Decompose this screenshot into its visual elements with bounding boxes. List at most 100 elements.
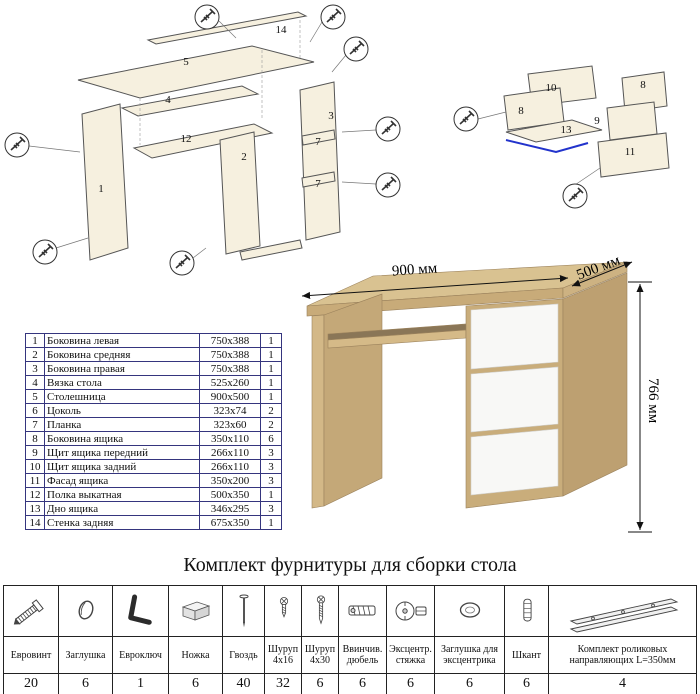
part-label: 3 — [328, 110, 334, 122]
hardware-icon-cell — [548, 585, 697, 637]
screw-icon — [316, 595, 326, 625]
part-label: 4 — [165, 94, 171, 106]
hardware-label: Заглушка для эксцентрика — [434, 636, 505, 674]
screw-in-dowel-icon — [348, 605, 375, 616]
part-size: 900x500 — [199, 389, 261, 404]
hardware-qty: 6 — [434, 673, 505, 694]
hardware-icon-cell — [3, 585, 59, 637]
part-name: Боковина ящика — [44, 431, 200, 446]
hardware-icon-cell — [264, 585, 302, 637]
exploded-diagrams — [4, 4, 670, 276]
part-label: 8 — [640, 79, 646, 91]
part-number: 5 — [25, 389, 45, 404]
part-number: 1 — [25, 333, 45, 348]
part-number: 12 — [25, 487, 45, 502]
part-size: 675x350 — [199, 515, 261, 530]
hardware-label: Ввинчив. дюбель — [338, 636, 387, 674]
hardware-icon-cell — [386, 585, 435, 637]
hardware-qty-row: 20 6 1 6 40 32 6 6 6 6 6 4 — [3, 673, 697, 694]
part-size: 346x295 — [199, 501, 261, 516]
hardware-qty: 4 — [548, 673, 697, 694]
screw-icon — [279, 597, 289, 618]
hardware-label: Эксцентр. стяжка — [386, 636, 435, 674]
hardware-icon-cell — [222, 585, 265, 637]
part-size: 266x110 — [199, 445, 261, 460]
cap-icon — [78, 600, 93, 620]
part-label: 8 — [518, 105, 524, 117]
part-name: Фасад ящика — [44, 473, 200, 488]
part-name: Боковина средняя — [44, 347, 200, 362]
hardware-label: Шкант — [504, 636, 549, 674]
hardware-qty: 6 — [386, 673, 435, 694]
part-qty: 3 — [260, 501, 282, 516]
part-label: 7 — [315, 136, 321, 148]
hardware-label: Шуруп 4x30 — [301, 636, 339, 674]
cam-cap-icon — [459, 602, 480, 618]
part-name: Щит ящика задний — [44, 459, 200, 474]
hardware-icon-cell — [338, 585, 387, 637]
hardware-qty: 6 — [301, 673, 339, 694]
part-number: 8 — [25, 431, 45, 446]
part-name: Планка — [44, 417, 200, 432]
desk-render: 900 мм 500 мм 766 мм — [276, 250, 700, 552]
hardware-callouts-left — [4, 4, 401, 276]
part-size: 350x200 — [199, 473, 261, 488]
hardware-icon-cell — [168, 585, 223, 637]
part-name: Столешница — [44, 389, 200, 404]
part-label: 5 — [183, 56, 189, 68]
hardware-qty: 40 — [222, 673, 265, 694]
part-name: Цоколь — [44, 403, 200, 418]
hardware-qty: 6 — [504, 673, 549, 694]
part-size: 323x60 — [199, 417, 261, 432]
desk-illustration — [301, 261, 652, 533]
part-number: 14 — [25, 515, 45, 530]
hardware-labels-row: Евровинт Заглушка Евроключ Ножка Гвоздь … — [3, 636, 697, 674]
part-number: 3 — [25, 361, 45, 376]
part-label: 10 — [545, 82, 557, 94]
part-size: 266x110 — [199, 459, 261, 474]
hardware-qty: 6 — [58, 673, 113, 694]
hardware-qty: 20 — [3, 673, 59, 694]
foot-icon — [181, 601, 210, 621]
part-qty: 1 — [260, 347, 282, 362]
part-label: 12 — [180, 133, 192, 145]
dimension-height: 766 мм — [645, 378, 661, 424]
hardware-label: Евровинт — [3, 636, 59, 674]
hardware-qty: 1 — [112, 673, 169, 694]
part-name: Боковина правая — [44, 361, 200, 376]
part-label: 7 — [315, 178, 321, 190]
hardware-icon-cell — [504, 585, 549, 637]
drawer-exploded-shapes — [503, 65, 670, 178]
part-size: 323x74 — [199, 403, 261, 418]
part-label: 11 — [624, 146, 636, 158]
part-number: 10 — [25, 459, 45, 474]
desk-exploded-shapes — [77, 11, 341, 261]
part-name: Вязка стола — [44, 375, 200, 390]
hardware-icon-cell — [301, 585, 339, 637]
part-size: 500x350 — [199, 487, 261, 502]
part-size: 350x110 — [199, 431, 261, 446]
part-name: Щит ящика передний — [44, 445, 200, 460]
hex-key-icon — [127, 594, 152, 625]
hardware-label: Заглушка — [58, 636, 113, 674]
part-name: Дно ящика — [44, 501, 200, 516]
part-label: 2 — [241, 151, 247, 163]
part-number: 2 — [25, 347, 45, 362]
part-size: 750x388 — [199, 361, 261, 376]
part-size: 750x388 — [199, 333, 261, 348]
part-number: 11 — [25, 473, 45, 488]
nail-icon — [239, 594, 249, 628]
hardware-icon-cell — [112, 585, 169, 637]
euroscrew-icon — [13, 599, 44, 625]
